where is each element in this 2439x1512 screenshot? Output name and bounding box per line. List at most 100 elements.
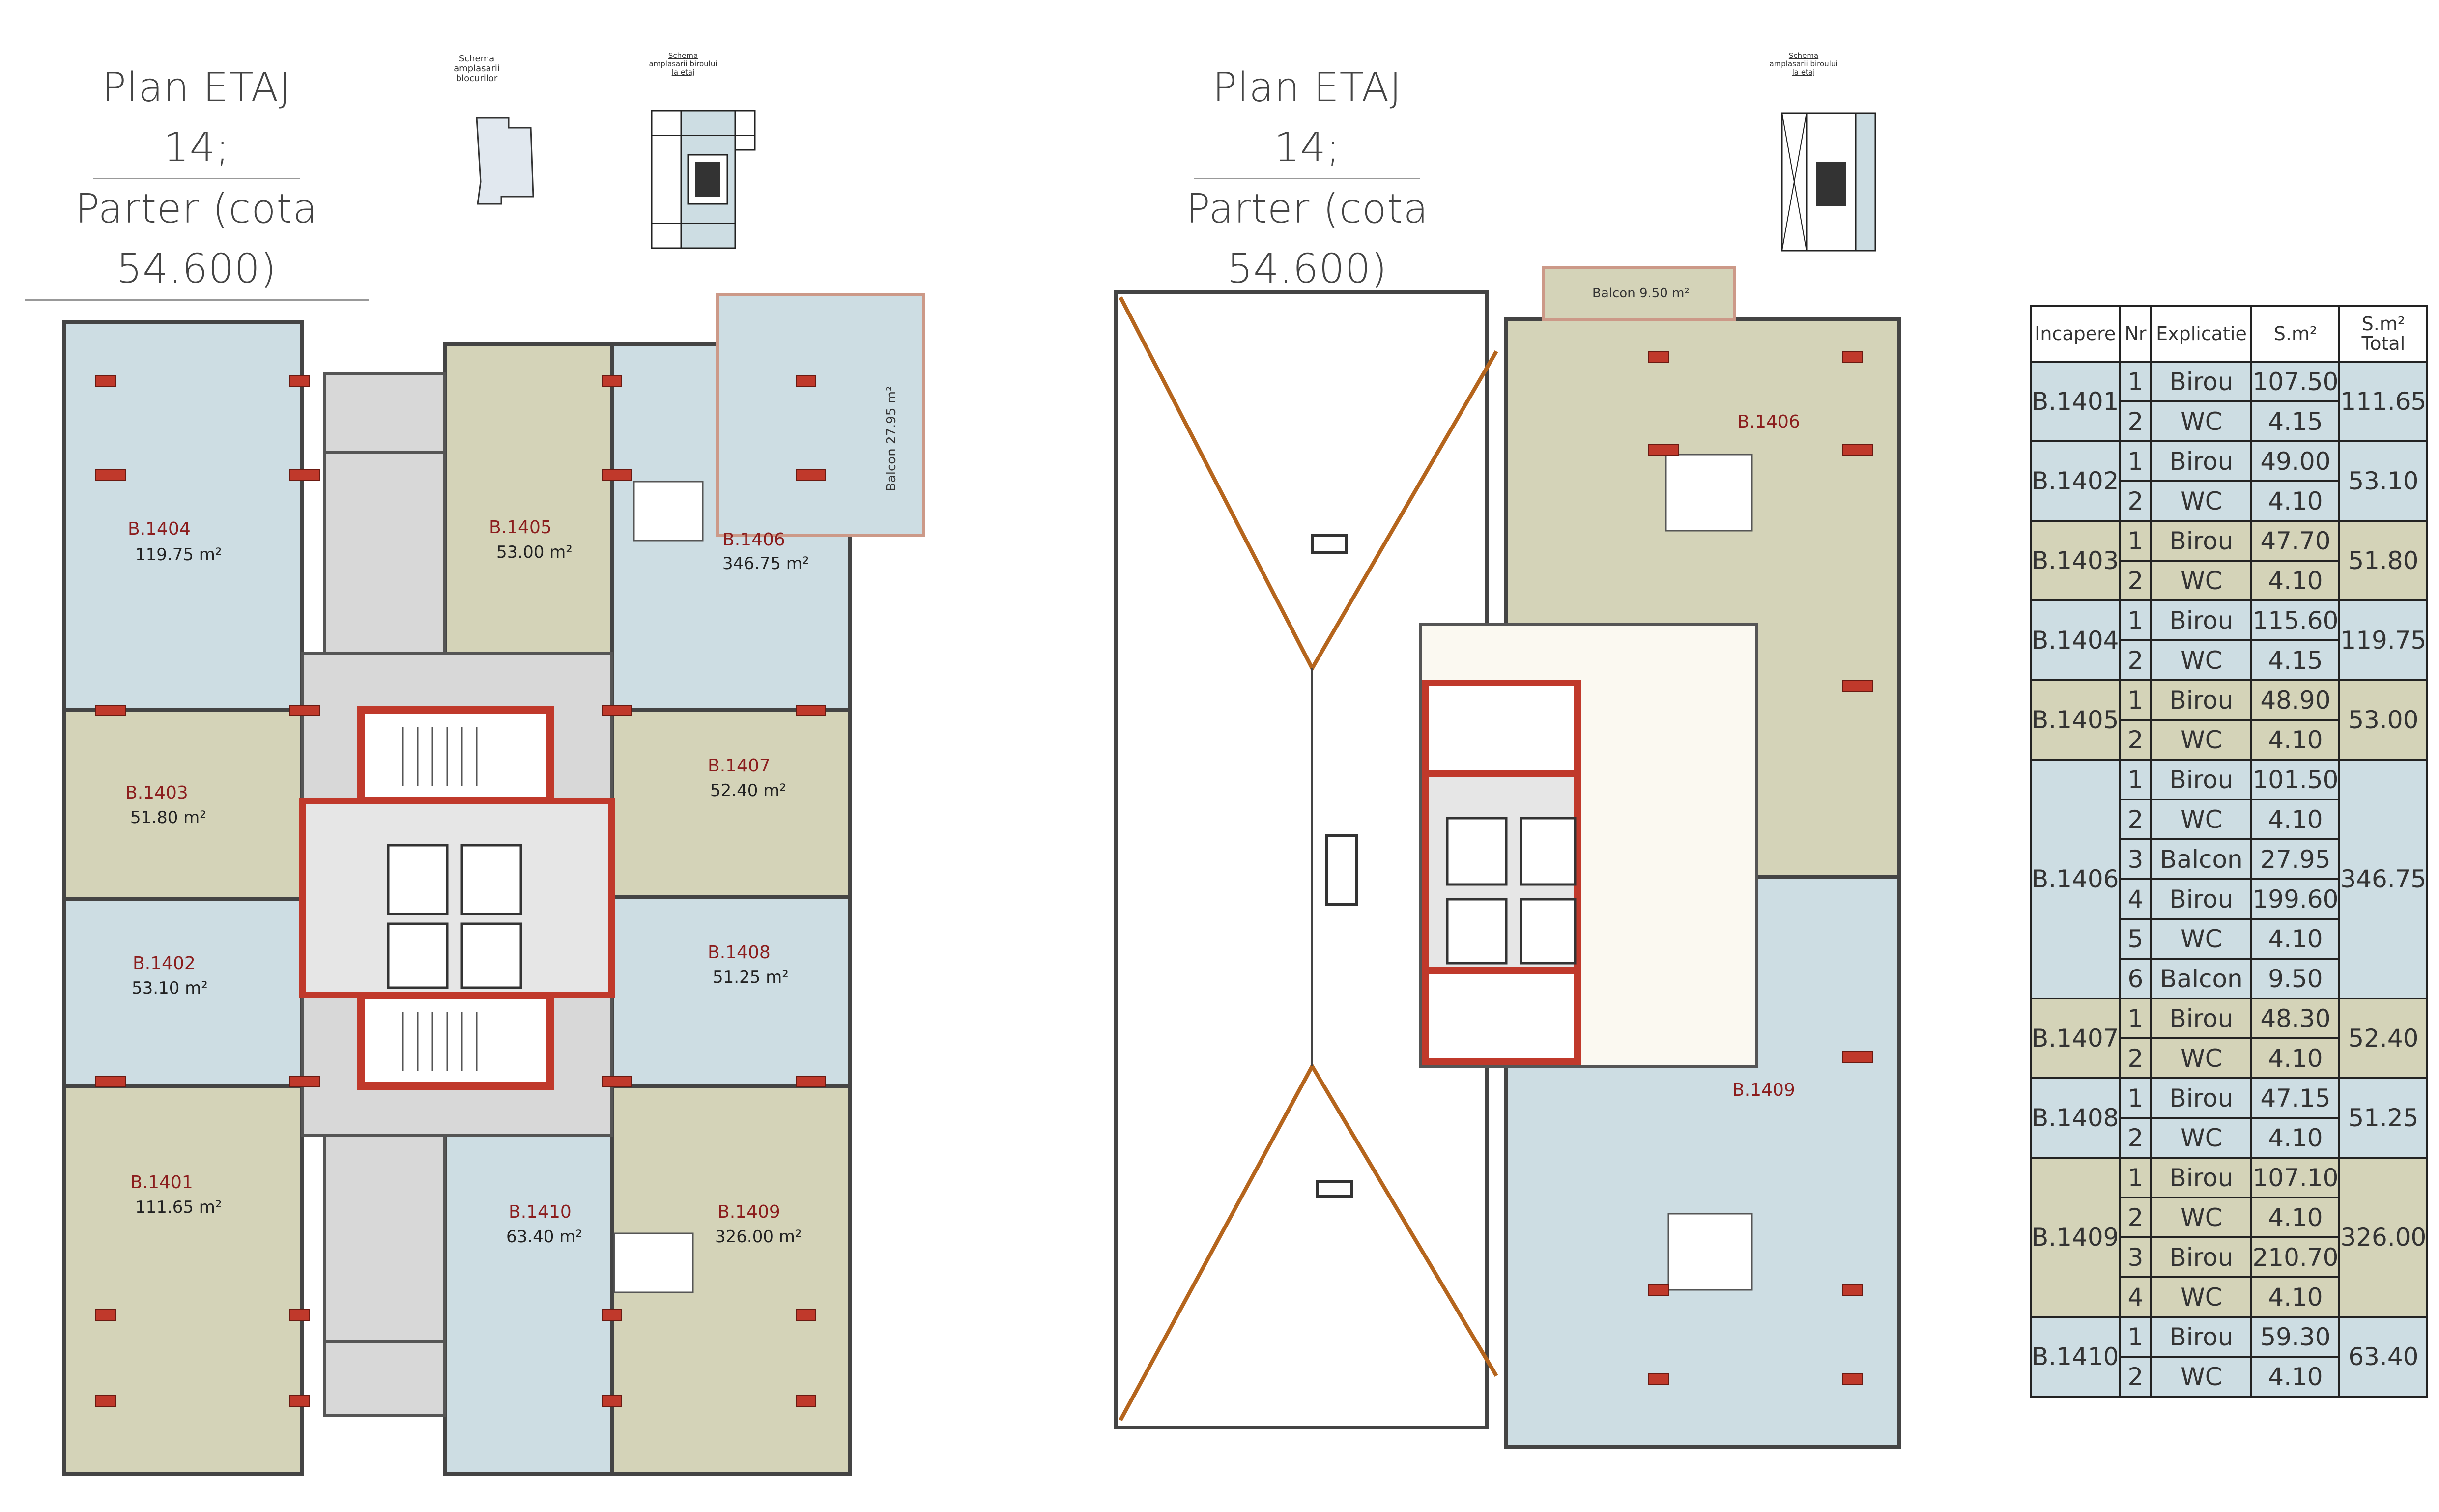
explicatie-cell: Balcon — [2150, 958, 2253, 999]
nr-cell: 6 — [2119, 958, 2152, 999]
nr-cell: 2 — [2119, 560, 2152, 601]
explicatie-cell: Birou — [2150, 998, 2253, 1039]
area-table: Incapere Nr Explicatie S.m² S.m² Total B… — [2029, 305, 2429, 1398]
schema-office-label-right: Schema amplasarii biroului la etaj — [1769, 51, 1838, 77]
room-code-cell: B.1405 — [2029, 679, 2121, 761]
nr-cell: 1 — [2119, 440, 2152, 482]
area-cell: 47.15 — [2250, 1077, 2341, 1119]
area-cell: 4.10 — [2250, 1197, 2341, 1238]
room-label-right-b1406: B.1406 — [1737, 412, 1800, 432]
room-code-cell: B.1402 — [2029, 440, 2121, 522]
schema-office-label-left: Schema amplasarii biroului la etaj — [649, 51, 717, 77]
nr-cell: 2 — [2119, 639, 2152, 681]
room-label-b1410: B.1410 — [509, 1202, 572, 1222]
nr-cell: 2 — [2119, 400, 2152, 442]
room-code-cell: B.1409 — [2029, 1157, 2121, 1318]
room-code-cell: B.1404 — [2029, 599, 2121, 681]
area-cell: 4.10 — [2250, 1356, 2341, 1398]
area-cell: 59.30 — [2250, 1316, 2341, 1358]
room-code-cell: B.1407 — [2029, 998, 2121, 1079]
balcony-label-right: Balcon 9.50 m² — [1592, 286, 1690, 301]
room-label-b1409: B.1409 — [717, 1202, 780, 1222]
room-area-b1402: 53.10 m² — [132, 978, 208, 998]
explicatie-cell: WC — [2150, 799, 2253, 840]
explicatie-cell: WC — [2150, 480, 2253, 522]
explicatie-cell: WC — [2150, 918, 2253, 960]
nr-cell: 5 — [2119, 918, 2152, 960]
explicatie-cell: WC — [2150, 400, 2253, 442]
area-cell: 47.70 — [2250, 520, 2341, 562]
area-cell: 4.10 — [2250, 480, 2341, 522]
area-cell: 49.00 — [2250, 440, 2341, 482]
balcony-label-left: Balcon 27.95 m² — [884, 386, 899, 491]
room-code-cell: B.1401 — [2029, 361, 2121, 442]
explicatie-cell: Birou — [2150, 1157, 2253, 1198]
area-cell: 48.30 — [2250, 998, 2341, 1039]
room-total-cell: 51.80 — [2338, 520, 2429, 601]
header-total-bottom: Total — [2361, 333, 2406, 354]
explicatie-cell: Birou — [2150, 440, 2253, 482]
room-area-b1401: 111.65 m² — [135, 1198, 222, 1217]
nr-cell: 1 — [2119, 361, 2152, 402]
area-cell: 27.95 — [2250, 838, 2341, 880]
nr-cell: 2 — [2119, 799, 2152, 840]
room-area-b1407: 52.40 m² — [710, 781, 786, 800]
area-cell: 4.10 — [2250, 719, 2341, 761]
schema-office-thumbnail-right — [1781, 112, 1876, 252]
nr-cell: 4 — [2119, 878, 2152, 920]
explicatie-cell: Birou — [2150, 1316, 2253, 1358]
explicatie-cell: Birou — [2150, 1077, 2253, 1119]
right-title-line1: Plan ETAJ 14; — [1194, 58, 1420, 179]
room-label-b1402: B.1402 — [133, 953, 196, 973]
header-nr: Nr — [2119, 305, 2152, 363]
room-total-cell: 53.10 — [2338, 440, 2429, 522]
room-total-cell: 346.75 — [2338, 759, 2429, 999]
room-total-cell: 63.40 — [2338, 1316, 2429, 1398]
room-label-b1401: B.1401 — [130, 1172, 193, 1193]
room-total-cell: 111.65 — [2338, 361, 2429, 442]
nr-cell: 3 — [2119, 1236, 2152, 1278]
room-code-cell: B.1406 — [2029, 759, 2121, 999]
explicatie-cell: Birou — [2150, 361, 2253, 402]
explicatie-cell: Birou — [2150, 679, 2253, 721]
right-title-line2: Parter (cota 54.600) — [1135, 179, 1479, 301]
area-cell: 4.10 — [2250, 1117, 2341, 1159]
room-total-cell: 51.25 — [2338, 1077, 2429, 1159]
area-cell: 101.50 — [2250, 759, 2341, 800]
header-room: Incapere — [2029, 305, 2121, 363]
nr-cell: 1 — [2119, 759, 2152, 800]
nr-cell: 1 — [2119, 520, 2152, 562]
room-code-cell: B.1408 — [2029, 1077, 2121, 1159]
nr-cell: 4 — [2119, 1276, 2152, 1318]
room-label-b1408: B.1408 — [708, 942, 771, 963]
left-plan-title: Plan ETAJ 14; Parter (cota 54.600) — [25, 58, 369, 301]
nr-cell: 1 — [2119, 1077, 2152, 1119]
room-area-b1408: 51.25 m² — [713, 968, 789, 987]
header-area: S.m² — [2250, 305, 2341, 363]
area-cell: 48.90 — [2250, 679, 2341, 721]
nr-cell: 1 — [2119, 599, 2152, 641]
room-label-b1404: B.1404 — [128, 519, 191, 539]
explicatie-cell: WC — [2150, 1356, 2253, 1398]
area-cell: 9.50 — [2250, 958, 2341, 999]
room-label-b1406: B.1406 — [722, 530, 785, 550]
area-cell: 4.10 — [2250, 1037, 2341, 1079]
header-explicatie: Explicatie — [2150, 305, 2253, 363]
room-area-b1403: 51.80 m² — [130, 808, 206, 827]
